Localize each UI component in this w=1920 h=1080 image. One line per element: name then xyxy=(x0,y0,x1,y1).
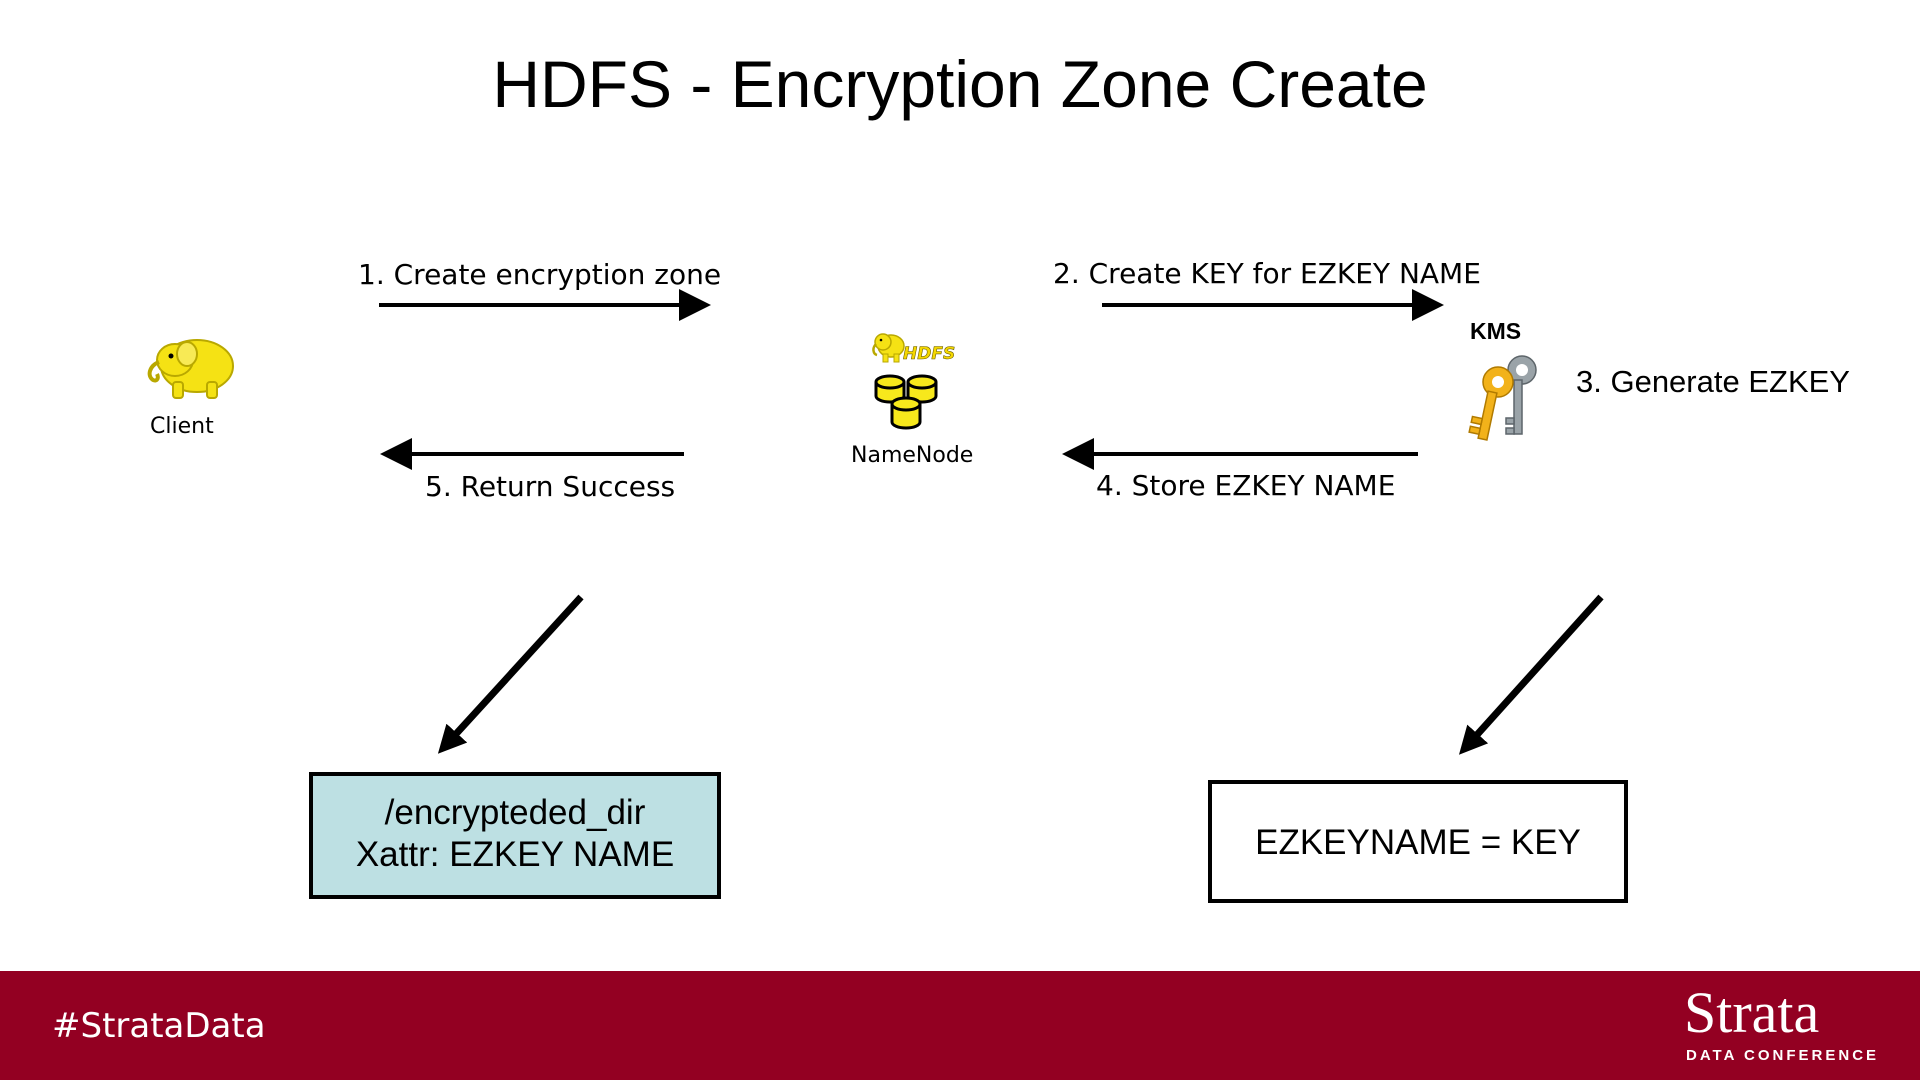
step1-label: 1. Create encryption zone xyxy=(358,258,722,291)
step5-label: 5. Return Success xyxy=(425,470,676,503)
namenode-label: NameNode xyxy=(851,443,974,468)
hdfs-logo-text: HDFS xyxy=(903,344,956,365)
kms-keys-icon xyxy=(1468,355,1537,441)
hdfs-elephant-icon xyxy=(872,333,905,363)
encryption-zone-box: /encrypteded_dir Xattr: EZKEY NAME xyxy=(309,772,721,899)
arrow-to-key-box xyxy=(1458,594,1604,755)
strata-logo-text: Strata xyxy=(1684,980,1820,1045)
namenode-database-icon xyxy=(874,374,938,430)
slide-title: HDFS - Encryption Zone Create xyxy=(492,47,1428,121)
arrow-to-ez-box xyxy=(437,594,584,754)
key-mapping-text: EZKEYNAME = KEY xyxy=(1255,823,1581,862)
strata-logo-subtitle: DATA CONFERENCE xyxy=(1686,1047,1880,1064)
client-elephant-icon xyxy=(147,339,234,399)
footer-bar xyxy=(0,971,1920,1080)
step2-label: 2. Create KEY for EZKEY NAME xyxy=(1053,257,1481,290)
footer-hashtag: #StrataData xyxy=(52,1006,266,1046)
ez-dir-text: /encrypteded_dir xyxy=(384,793,646,832)
ez-xattr-text: Xattr: EZKEY NAME xyxy=(355,835,675,874)
step3-label: 3. Generate EZKEY xyxy=(1576,364,1850,399)
step4-label: 4. Store EZKEY NAME xyxy=(1096,469,1396,502)
key-mapping-box: EZKEYNAME = KEY xyxy=(1208,780,1628,903)
client-label: Client xyxy=(150,414,214,439)
kms-label: KMS xyxy=(1470,318,1522,344)
